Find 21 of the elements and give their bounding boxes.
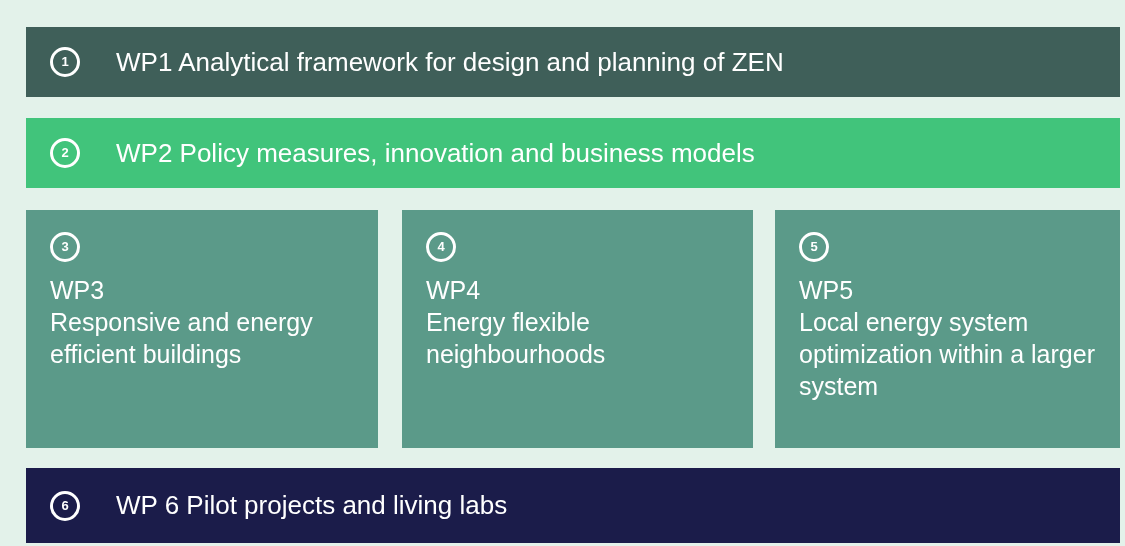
work-package-card (775, 210, 1120, 448)
work-package-card (26, 210, 378, 448)
work-package-title: WP1 Analytical framework for design and planning of ZEN (116, 45, 784, 79)
work-package-card (402, 210, 753, 448)
work-package-title: Responsive and energy efficient buildings (50, 307, 314, 370)
work-package-band (26, 468, 1120, 543)
work-package-title: Energy flexible neighbourhoods (426, 307, 607, 370)
work-package-title: WP 6 Pilot projects and living labs (116, 489, 508, 522)
work-package-band (26, 118, 1120, 188)
work-package-code: WP4 (426, 275, 482, 306)
step-number: 6 (50, 490, 80, 521)
step-number: 4 (426, 232, 456, 262)
step-number: 2 (50, 138, 80, 168)
work-package-title: Local energy system optimization within a larger system (799, 307, 1096, 402)
work-package-code: WP5 (799, 275, 855, 306)
work-package-code: WP3 (50, 275, 106, 306)
work-package-band (26, 27, 1120, 97)
step-number: 5 (799, 232, 829, 262)
step-number: 3 (50, 232, 80, 262)
work-package-title: WP2 Policy measures, innovation and business models (116, 136, 755, 170)
step-number: 1 (50, 47, 80, 77)
